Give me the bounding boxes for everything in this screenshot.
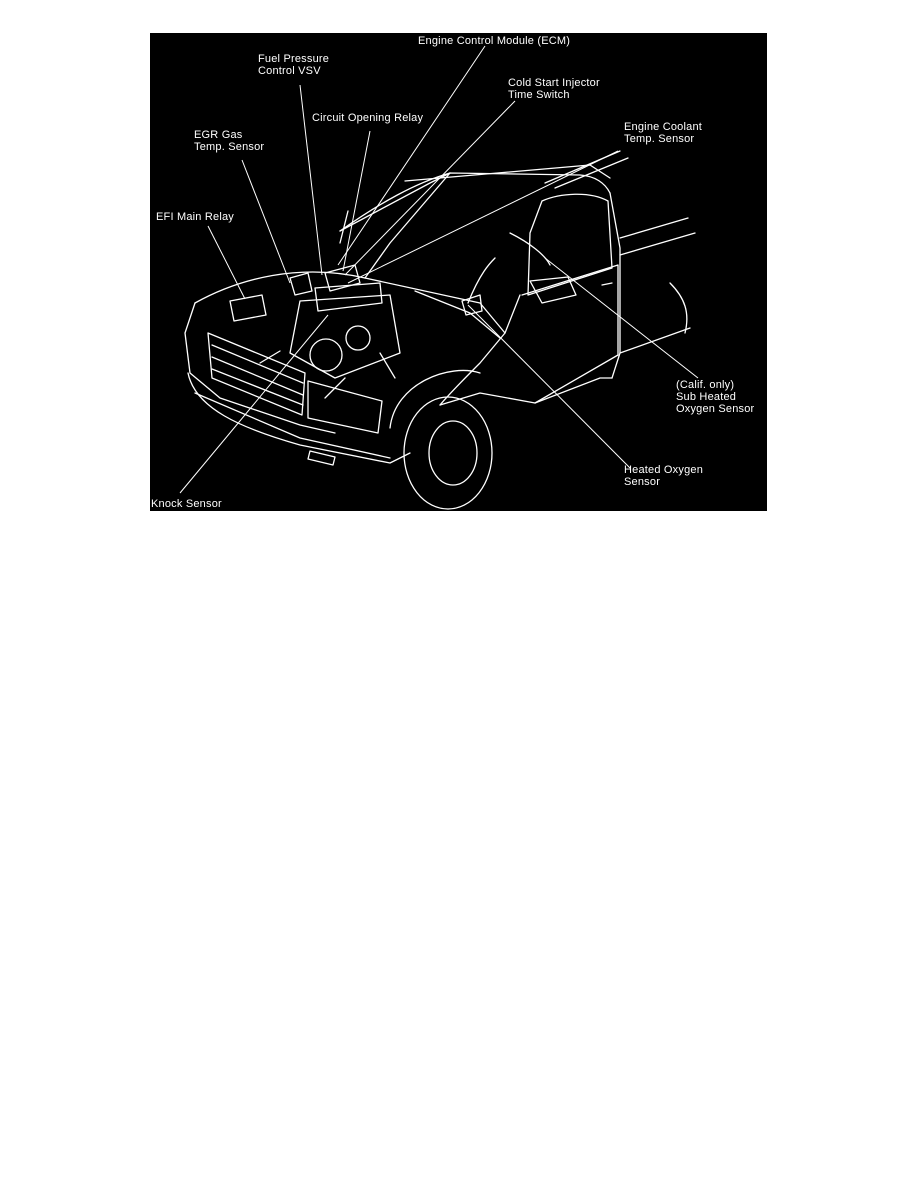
coolant-sensor: [461, 294, 483, 316]
hood-fold: [414, 290, 501, 339]
o2-sensor-wire: [467, 232, 551, 304]
label-efi-main-relay: EFI Main Relay: [156, 211, 234, 223]
leader-egr: [241, 159, 291, 284]
leader-lines: [179, 45, 699, 494]
leader-knock: [179, 314, 329, 494]
leader-circuit-relay: [342, 130, 371, 272]
mirror: [529, 276, 577, 304]
grille: [207, 332, 306, 416]
bed-curve: [669, 282, 688, 334]
fog-lamp: [307, 450, 336, 466]
ecm-box: [324, 264, 361, 292]
roof-lines: [544, 150, 629, 189]
efi-relay-box: [229, 294, 267, 322]
front-wheel: [403, 396, 493, 510]
label-heated-oxygen-sensor: Heated Oxygen Sensor: [624, 464, 704, 488]
label-knock-sensor: Knock Sensor: [151, 498, 222, 510]
body-side: [439, 377, 613, 406]
engine-detail: [314, 282, 383, 312]
leader-heated-o2: [467, 304, 631, 469]
label-engine-coolant-sensor: Engine Coolant Temp. Sensor: [624, 121, 703, 145]
hood-left: [194, 271, 366, 304]
fender: [439, 294, 521, 406]
cab-back: [609, 192, 621, 379]
sensor-cluster: [289, 272, 313, 296]
label-egr-gas-sensor: EGR Gas Temp. Sensor: [194, 129, 265, 153]
antenna: [339, 210, 349, 244]
bed-rail-2: [619, 232, 696, 256]
hose: [259, 350, 396, 399]
bed-rail-top: [619, 217, 689, 239]
leader-coolant: [347, 150, 619, 284]
engine-round-1: [309, 338, 343, 372]
door-handle: [601, 282, 613, 286]
leader-ecm: [337, 45, 486, 266]
truck-illustration: [179, 45, 699, 510]
label-fuel-pressure-vsv: Fuel Pressure Control VSV: [258, 53, 330, 77]
a-pillar: [364, 172, 451, 279]
front-wheel-hub: [428, 420, 478, 486]
leader-sub-o2: [544, 257, 699, 379]
headlight: [307, 380, 383, 434]
label-ecm: Engine Control Module (ECM): [418, 35, 571, 47]
front-face: [184, 302, 336, 434]
leader-efi: [207, 225, 246, 300]
windshield: [339, 172, 451, 232]
door-outline: [521, 264, 619, 404]
engine-round-2: [345, 325, 371, 351]
wheel-arch: [389, 369, 481, 429]
bed-side: [619, 327, 691, 354]
leader-cold-start: [344, 100, 516, 276]
hood-right: [364, 277, 506, 334]
grille-bars: [211, 344, 304, 406]
leader-fuel-vsv: [299, 84, 323, 276]
bumper-lower: [194, 392, 391, 459]
cab-roof: [339, 172, 611, 232]
label-cold-start-switch: Cold Start Injector Time Switch: [508, 77, 600, 101]
component-location-diagram: Engine Control Module (ECM) Fuel Pressur…: [150, 33, 767, 511]
label-circuit-opening-relay: Circuit Opening Relay: [312, 112, 424, 124]
label-sub-heated-oxygen-sensor: (Calif. only) Sub Heated Oxygen Sensor: [676, 379, 755, 415]
bumper: [187, 372, 411, 464]
engine-block: [289, 294, 401, 379]
